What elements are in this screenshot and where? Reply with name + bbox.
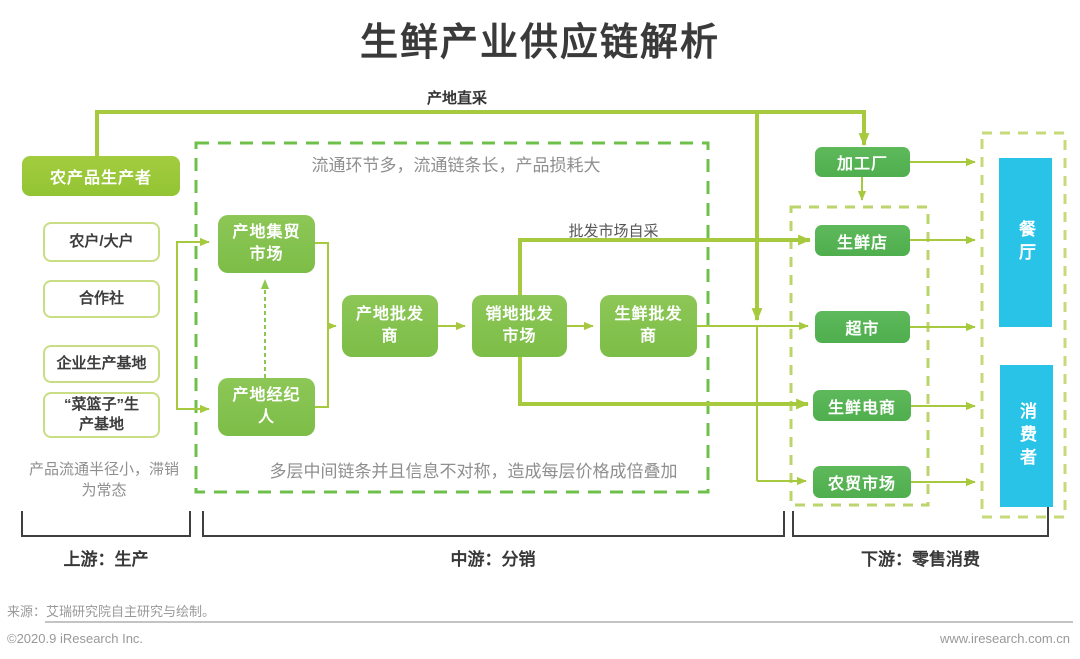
page-title: 生鲜产业供应链解析 [359, 22, 720, 64]
downstream-bracket-label: 下游：零售消费 [861, 550, 980, 569]
dashed-region-consumers [980, 131, 1067, 519]
upstream-note: 产品流通半径小，滞销 为常态 [28, 461, 179, 499]
node-origin-wholesaler: 产地批发 商 [342, 295, 438, 357]
node-destination-wholesale-market: 销地批发 市场 [472, 295, 567, 357]
midstream-bottom-note: 多层中间链条并且信息不对称，造成每层价格成倍叠加 [269, 462, 678, 481]
node-supermarket: 超市 [815, 311, 910, 343]
node-fresh-wholesaler: 生鲜批发 商 [600, 295, 697, 357]
midstream-chain-arrows [438, 177, 867, 486]
node-vegetable-basket-base: “菜篮子”生 产基地 [43, 392, 160, 438]
node-origin-broker: 产地经纪 人 [218, 378, 315, 436]
node-cooperative: 合作社 [43, 280, 160, 318]
direct-sourcing-label: 产地直采 [426, 90, 487, 107]
upstream-bracket-label: 上游：生产 [63, 550, 149, 569]
node-origin-trade-market: 产地集贸 市场 [218, 215, 315, 273]
midstream-top-note: 流通环节多，流通链条长，产品损耗大 [311, 156, 601, 175]
node-enterprise-base: 企业生产基地 [43, 345, 160, 383]
node-farmers-market: 农贸市场 [813, 466, 911, 498]
node-farmer-household: 农户/大户 [43, 222, 160, 262]
source-note: 来源：艾瑞研究院自主研究与绘制。 [7, 604, 216, 619]
website-note: www.iresearch.com.cn [939, 631, 1070, 646]
wholesale-self-sourcing-label: 批发市场自采 [568, 223, 659, 240]
node-processing-plant: 加工厂 [815, 147, 910, 177]
node-fresh-store: 生鲜店 [815, 225, 910, 256]
wholesale-self-sourcing-lines [518, 234, 812, 410]
stage-brackets [21, 503, 1049, 537]
dashed-region-midstream [194, 141, 710, 494]
node-consumer: 消费者 [1000, 365, 1053, 507]
node-restaurant: 餐厅 [999, 158, 1052, 327]
node-agricultural-producer: 农产品生产者 [22, 156, 180, 196]
direct-sourcing-line [95, 110, 870, 322]
midstream-bracket-label: 中游：分销 [450, 550, 536, 569]
node-fresh-ecommerce: 生鲜电商 [813, 390, 911, 421]
producer-bus-lines [176, 237, 337, 414]
to-consumer-arrows [910, 157, 976, 487]
copyright-note: ©2020.9 iResearch Inc. [7, 631, 144, 646]
dashed-region-retailers [789, 205, 930, 507]
